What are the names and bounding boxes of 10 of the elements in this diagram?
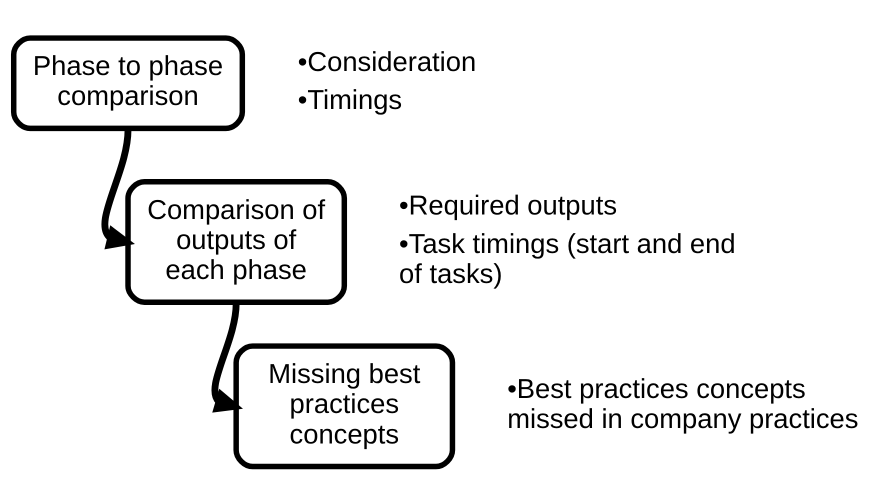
- node-box: Phase to phase comparison: [10, 35, 246, 132]
- node-label: •Consideration: [298, 46, 476, 77]
- node-box: Missing best practices concepts: [233, 343, 456, 470]
- node-label: •Timings: [298, 84, 402, 116]
- node-label: •Best practices concepts missed in company practices: [507, 373, 858, 434]
- node-label: •Required outputs: [399, 190, 618, 221]
- arrow: [212, 303, 243, 413]
- node-box: Comparison of outputs of each phase: [125, 179, 348, 305]
- arrow: [102, 130, 135, 250]
- node-label: •Task timings (start and end of tasks): [399, 228, 736, 290]
